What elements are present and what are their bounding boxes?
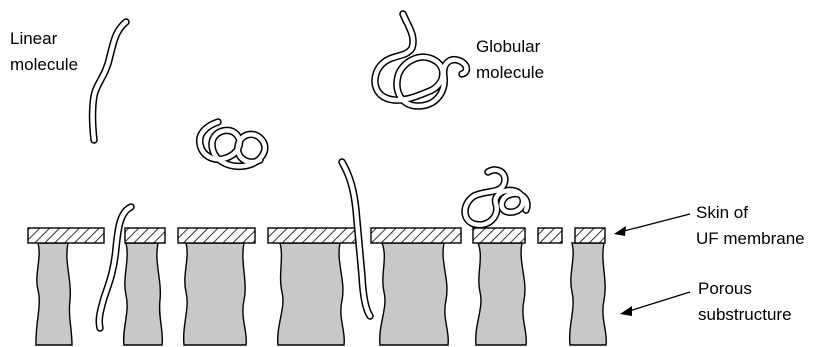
skin-segment — [125, 228, 165, 243]
linear-molecule-label-line1: Linear — [10, 29, 58, 48]
linear-molecule-label: Linear molecule — [10, 29, 78, 74]
linear-molecule-free — [93, 22, 127, 140]
pore-column — [278, 243, 345, 345]
globular-molecule-label-line2: molecule — [476, 63, 544, 82]
pore-column — [124, 243, 163, 345]
substructure-label: Porous substructure — [698, 279, 792, 324]
globular-molecule-label: Globular molecule — [476, 37, 545, 82]
skin-segment — [371, 228, 461, 243]
pore-column — [476, 243, 527, 345]
skin-label-line1: Skin of — [696, 203, 748, 222]
linear-molecule-label-line2: molecule — [10, 55, 78, 74]
porous-substructure — [36, 243, 606, 345]
skin-arrow — [614, 214, 690, 236]
skin-segment — [473, 228, 525, 243]
skin-segment — [268, 228, 358, 243]
substructure-arrow — [620, 292, 690, 316]
substructure-label-line2: substructure — [698, 305, 792, 324]
globular-molecule-free — [375, 14, 467, 106]
pore-column — [36, 243, 72, 345]
globular-molecule-label-line1: Globular — [476, 37, 541, 56]
substructure-label-line1: Porous — [698, 279, 752, 298]
pore-column — [570, 243, 607, 345]
skin-label: Skin of UF membrane — [696, 203, 805, 248]
pore-column — [380, 243, 449, 345]
pore-column — [184, 243, 247, 345]
skin-segment — [538, 228, 562, 243]
globular-molecule-middle — [200, 122, 265, 166]
skin-label-line2: UF membrane — [696, 229, 805, 248]
skin-segment — [575, 228, 605, 243]
skin-segment — [28, 228, 104, 243]
globular-molecule-on-skin — [465, 170, 527, 225]
skin-segment — [178, 228, 255, 243]
